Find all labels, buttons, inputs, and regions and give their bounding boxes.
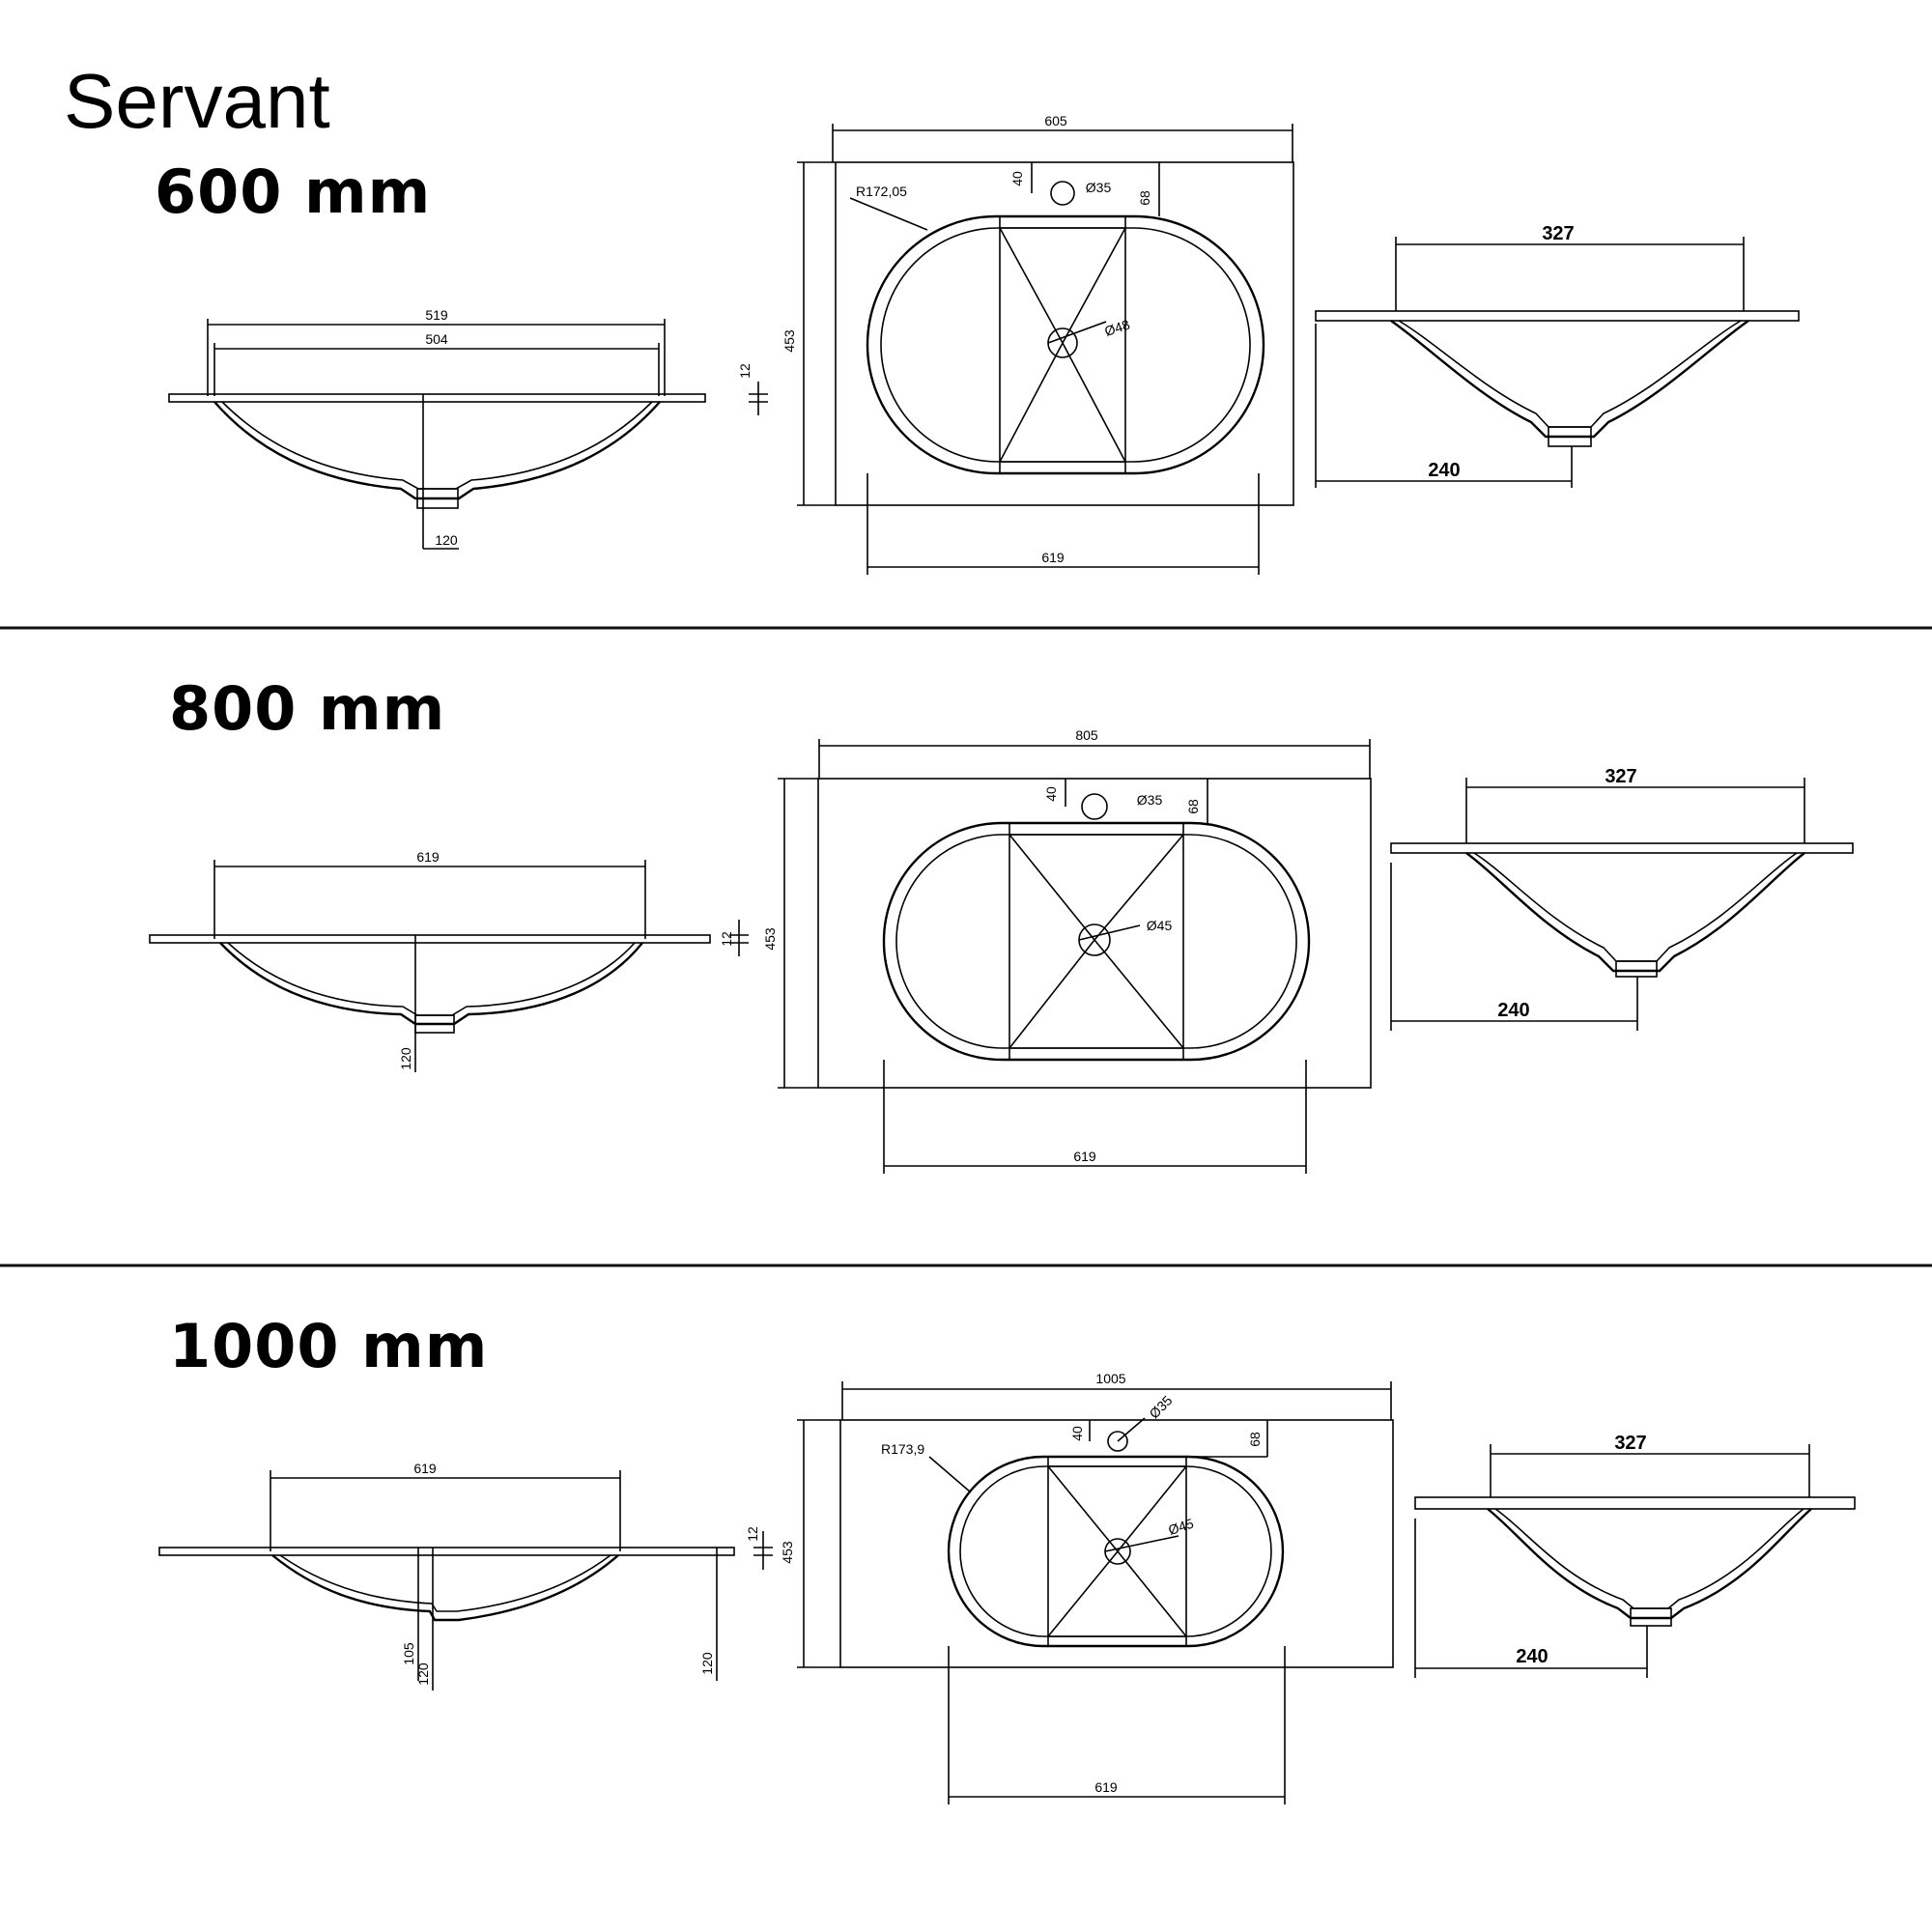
dim-side-rim-800: 12: [719, 931, 734, 947]
profile-view-800: 327 240: [1390, 766, 1854, 1031]
dim-profile-bottom-800: 240: [1497, 1000, 1529, 1021]
dim-side-depth-a-1000: 105: [401, 1642, 416, 1665]
top-view-1000: Ø45 Ø35 40 68 R173,9 1005 453 619: [780, 1371, 1394, 1804]
dim-drain-1000: Ø45: [1166, 1515, 1195, 1537]
dim-side-overall-800: 619: [416, 849, 440, 865]
dim-side-depth-800: 120: [398, 1047, 413, 1070]
dim-bowl-width-800: 619: [1073, 1149, 1096, 1164]
dim-top-depth-600: 453: [781, 329, 797, 353]
dim-bowl-width-600: 619: [1041, 550, 1065, 565]
dim-top-width-800: 805: [1075, 727, 1098, 743]
dim-tap-offset-600: 40: [1009, 171, 1025, 186]
dim-profile-top-600: 327: [1542, 223, 1574, 244]
dim-side-depth-c-1000: 120: [699, 1652, 715, 1675]
dim-back-offset-800: 68: [1185, 799, 1201, 814]
profile-view-600: 327 240: [1315, 223, 1800, 488]
dim-side-rim-1000: 12: [745, 1526, 760, 1542]
dim-profile-top-800: 327: [1605, 766, 1636, 787]
dim-side-depth-b-1000: 120: [415, 1662, 431, 1686]
dim-tap-hole-800: Ø35: [1137, 792, 1163, 808]
dim-bowl-width-1000: 619: [1094, 1779, 1118, 1795]
dim-back-offset-1000: 68: [1247, 1432, 1263, 1447]
dim-back-offset-600: 68: [1137, 190, 1152, 206]
dim-top-width-600: 605: [1044, 113, 1067, 128]
dim-side-overall-1000: 619: [413, 1461, 437, 1476]
dim-side-depth-600: 120: [435, 532, 458, 548]
page-title: Servant: [64, 58, 330, 144]
dim-tap-offset-800: 40: [1043, 786, 1059, 802]
dim-top-width-1000: 1005: [1095, 1371, 1125, 1386]
heading-600: 600 mm: [155, 156, 431, 227]
heading-800: 800 mm: [169, 673, 445, 744]
dim-drain-600: Ø48: [1102, 316, 1131, 338]
dim-tap-hole-1000: Ø35: [1146, 1392, 1175, 1421]
side-view-1000: 619 105 120 120 12: [158, 1461, 773, 1690]
dim-top-depth-1000: 453: [780, 1541, 795, 1564]
dim-side-inner-600: 504: [425, 331, 448, 347]
dim-profile-top-1000: 327: [1614, 1433, 1646, 1454]
dim-side-rim-600: 12: [737, 363, 753, 379]
dim-radius-1000: R173,9: [881, 1441, 924, 1457]
heading-1000: 1000 mm: [169, 1311, 488, 1381]
profile-view-1000: 327 240: [1414, 1433, 1856, 1678]
dim-profile-bottom-1000: 240: [1516, 1646, 1548, 1667]
dim-profile-bottom-600: 240: [1428, 460, 1460, 481]
dim-top-depth-800: 453: [762, 927, 778, 951]
dim-radius-600: R172,05: [856, 184, 907, 199]
dim-tap-hole-600: Ø35: [1086, 180, 1112, 195]
side-view-600: 519 504 120 12: [168, 307, 768, 550]
top-view-800: Ø45 Ø35 40 68 805 453 619: [762, 727, 1372, 1174]
dim-side-overall-600: 519: [425, 307, 448, 323]
top-view-600: Ø48 Ø35 40 68 R172,05 605 453 619: [781, 113, 1294, 575]
side-view-800: 619 120 12: [149, 849, 749, 1072]
dim-drain-800: Ø45: [1147, 918, 1173, 933]
dim-tap-offset-1000: 40: [1069, 1426, 1085, 1441]
